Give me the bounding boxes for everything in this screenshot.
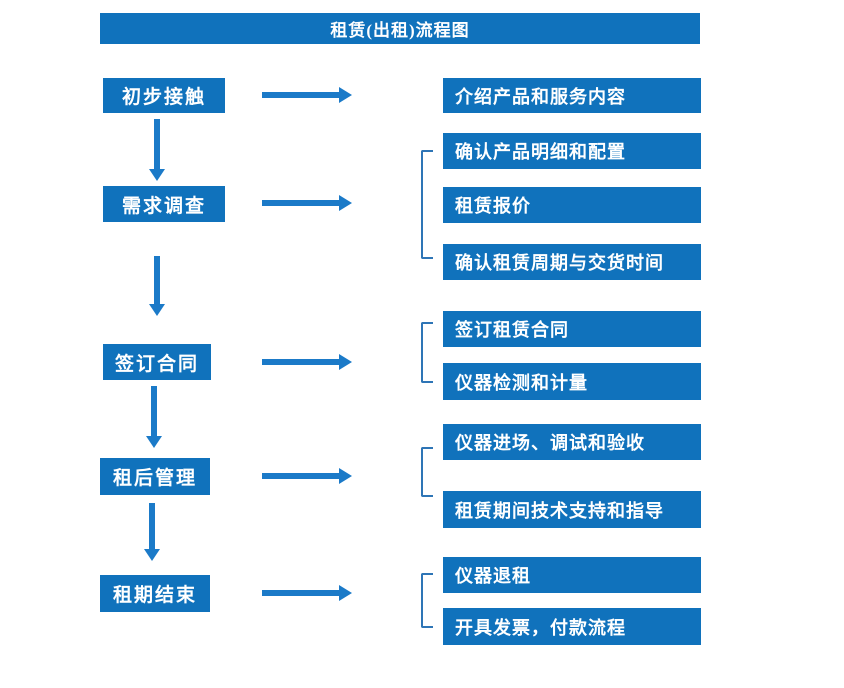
arrow-head xyxy=(339,87,352,103)
arrow-shaft xyxy=(154,119,160,170)
arrow-shaft xyxy=(151,386,157,437)
flow-arrow-down-2-icon xyxy=(149,256,165,316)
arrow-shaft xyxy=(262,359,339,365)
arrow-shaft xyxy=(262,590,339,596)
arrow-head xyxy=(339,195,352,211)
group-bracket-lease-end xyxy=(421,573,433,628)
flow-arrow-right-5-icon xyxy=(262,585,352,601)
stage-box-initial-contact: 初步接触 xyxy=(103,78,225,113)
stage-box-post-rental-management: 租后管理 xyxy=(100,458,210,495)
arrow-head xyxy=(146,436,162,448)
flow-arrow-down-4-icon xyxy=(144,503,160,561)
detail-box-sign-rental-contract: 签订租赁合同 xyxy=(443,311,701,347)
arrow-shaft xyxy=(262,473,339,479)
flow-arrow-right-4-icon xyxy=(262,468,352,484)
detail-box-instrument-inspection: 仪器检测和计量 xyxy=(443,363,701,400)
group-bracket-demand-survey xyxy=(421,150,433,259)
arrow-head xyxy=(339,354,352,370)
arrow-head xyxy=(339,468,352,484)
diagram-title-bar: 租赁(出租)流程图 xyxy=(100,13,700,44)
arrow-head xyxy=(144,549,160,561)
flow-arrow-right-3-icon xyxy=(262,354,352,370)
stage-box-demand-survey: 需求调查 xyxy=(103,186,225,222)
arrow-head xyxy=(149,169,165,181)
detail-box-rental-quote: 租赁报价 xyxy=(443,187,701,223)
detail-box-confirm-product-details: 确认产品明细和配置 xyxy=(443,133,701,169)
group-bracket-contract-signing xyxy=(421,322,433,383)
detail-box-introduce-products: 介绍产品和服务内容 xyxy=(443,78,701,113)
diagram-title: 租赁(出租)流程图 xyxy=(330,21,470,40)
stage-box-lease-end: 租期结束 xyxy=(100,575,210,612)
arrow-shaft xyxy=(262,200,339,206)
arrow-shaft xyxy=(154,256,160,305)
flow-arrow-down-1-icon xyxy=(149,119,165,181)
arrow-head xyxy=(339,585,352,601)
detail-box-confirm-rental-period: 确认租赁周期与交货时间 xyxy=(443,244,701,280)
flow-arrow-right-2-icon xyxy=(262,195,352,211)
detail-box-invoice-payment: 开具发票，付款流程 xyxy=(443,608,701,645)
arrow-shaft xyxy=(149,503,155,550)
group-bracket-post-rental xyxy=(421,447,433,497)
arrow-head xyxy=(149,304,165,316)
detail-box-instrument-setup-acceptance: 仪器进场、调试和验收 xyxy=(443,424,701,460)
detail-box-technical-support: 租赁期间技术支持和指导 xyxy=(443,491,701,528)
flow-arrow-down-3-icon xyxy=(146,386,162,448)
flow-arrow-right-1-icon xyxy=(262,87,352,103)
detail-box-instrument-return: 仪器退租 xyxy=(443,557,701,593)
arrow-shaft xyxy=(262,92,339,98)
stage-box-contract-signing: 签订合同 xyxy=(103,344,211,380)
